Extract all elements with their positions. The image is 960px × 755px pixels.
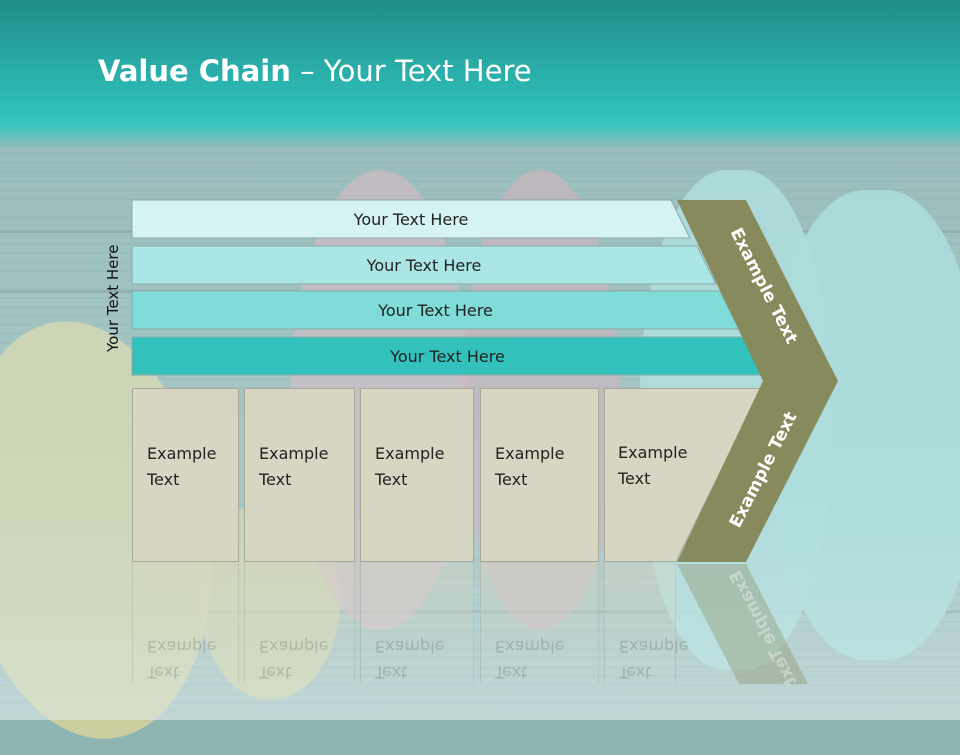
chevron-reflection: [677, 564, 808, 684]
example-box-3[interactable]: Example Text: [360, 388, 474, 562]
bar-4[interactable]: Your Text Here: [132, 337, 763, 375]
example-box-3-line2: Text: [375, 470, 408, 489]
bar-1[interactable]: Your Text Here: [132, 200, 690, 238]
page-title[interactable]: Value Chain – Your Text Here: [98, 54, 532, 88]
title-bold: Value Chain: [98, 54, 291, 88]
example-box-2[interactable]: Example Text: [244, 388, 355, 562]
bar-1-label: Your Text Here: [353, 209, 469, 229]
bar-2-label: Your Text Here: [366, 255, 482, 275]
title-rest: – Your Text Here: [290, 54, 532, 88]
example-box-1[interactable]: Example Text: [132, 388, 239, 562]
bar-3-label: Your Text Here: [378, 300, 493, 320]
header-banner: [0, 0, 960, 150]
value-chain-chevron: [131, 199, 838, 684]
example-box-4[interactable]: Example Text: [480, 388, 599, 562]
example-box-5-shape: [604, 388, 762, 562]
example-box-4-line1: Example: [495, 444, 565, 463]
example-box-5-line1: Example: [618, 443, 688, 462]
chevron-arrow[interactable]: [677, 200, 838, 562]
bar-3[interactable]: Your Text Here: [132, 291, 739, 329]
example-box-2-line1: Example: [259, 444, 329, 463]
example-box-2-line2: Text: [259, 470, 292, 489]
example-box-5-line2: Text: [618, 469, 651, 488]
example-box-3-line1: Example: [375, 444, 445, 463]
example-box-1-line2: Text: [147, 470, 180, 489]
example-box-4-line2: Text: [495, 470, 528, 489]
bar-1-shape: [131, 199, 691, 239]
example-box-5[interactable]: Example Text: [604, 388, 762, 562]
bar-2-shape: [131, 245, 717, 285]
example-box-1-line1: Example: [147, 444, 217, 463]
bar-4-label: Your Text Here: [390, 346, 505, 366]
bar-2[interactable]: Your Text Here: [132, 246, 716, 284]
